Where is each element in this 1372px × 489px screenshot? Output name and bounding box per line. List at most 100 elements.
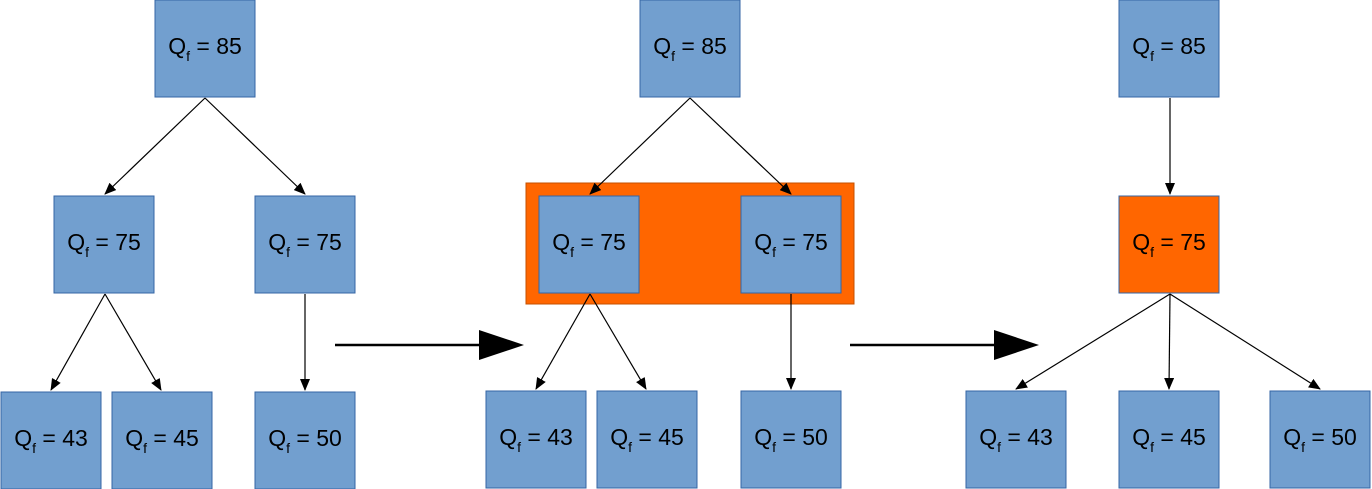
node-label: Qf = 45 xyxy=(1132,424,1206,455)
tree-node: Qf = 43 xyxy=(965,390,1067,489)
label-symbol: Q xyxy=(14,425,32,451)
label-subscript: f xyxy=(143,440,147,456)
node-label: Qf = 75 xyxy=(67,229,141,260)
label-value: = 75 xyxy=(776,229,828,255)
label-subscript: f xyxy=(671,48,675,64)
label-value: = 50 xyxy=(290,425,342,451)
label-symbol: Q xyxy=(125,425,143,451)
tree-node: Qf = 85 xyxy=(1118,0,1220,98)
label-subscript: f xyxy=(1150,244,1154,260)
node-label: Qf = 43 xyxy=(979,424,1053,455)
label-value: = 45 xyxy=(632,424,684,450)
label-symbol: Q xyxy=(610,424,628,450)
stage-1-edges xyxy=(50,97,310,391)
label-value: = 75 xyxy=(290,229,342,255)
node-box xyxy=(1118,195,1220,294)
node-box xyxy=(1269,390,1371,489)
label-symbol: Q xyxy=(754,229,772,255)
label-value: = 75 xyxy=(1154,229,1206,255)
label-symbol: Q xyxy=(1132,229,1150,255)
node-box xyxy=(1118,390,1220,489)
transition-arrow-2 xyxy=(850,330,1039,360)
tree-node: Qf = 75 xyxy=(1118,195,1220,294)
node-label: Qf = 50 xyxy=(268,425,342,456)
label-symbol: Q xyxy=(979,424,997,450)
tree-node: Qf = 50 xyxy=(740,390,842,489)
tree-node: Qf = 75 xyxy=(254,195,356,294)
node-box xyxy=(965,390,1067,489)
label-symbol: Q xyxy=(1132,424,1150,450)
tree-node: Qf = 75 xyxy=(538,195,640,294)
stage-3-edges xyxy=(1015,98,1321,390)
label-subscript: f xyxy=(517,439,521,455)
edge xyxy=(204,97,306,195)
node-label: Qf = 85 xyxy=(653,33,727,64)
tree-node: Qf = 50 xyxy=(1269,390,1371,489)
label-value: = 85 xyxy=(675,33,727,59)
tree-node: Qf = 45 xyxy=(111,391,213,489)
node-label: Qf = 45 xyxy=(610,424,684,455)
edge xyxy=(104,293,162,391)
label-subscript: f xyxy=(570,244,574,260)
label-subscript: f xyxy=(32,440,36,456)
label-value: = 43 xyxy=(1001,424,1053,450)
label-symbol: Q xyxy=(499,424,517,450)
label-value: = 75 xyxy=(89,229,141,255)
label-value: = 50 xyxy=(1305,424,1357,450)
edge xyxy=(1164,293,1175,390)
node-label: Qf = 45 xyxy=(125,425,199,456)
node-box xyxy=(154,0,256,98)
node-box xyxy=(254,195,356,294)
edge xyxy=(689,97,792,195)
node-box xyxy=(639,0,741,98)
label-subscript: f xyxy=(1150,48,1154,64)
label-symbol: Q xyxy=(1283,424,1301,450)
label-subscript: f xyxy=(85,244,89,260)
edge xyxy=(50,293,106,391)
tree-node: Qf = 75 xyxy=(740,195,842,294)
edge xyxy=(589,97,691,195)
node-box xyxy=(538,195,640,294)
label-symbol: Q xyxy=(67,229,85,255)
tree-node: Qf = 43 xyxy=(0,391,102,489)
tree-node: Qf = 75 xyxy=(53,195,155,294)
label-symbol: Q xyxy=(268,229,286,255)
label-symbol: Q xyxy=(168,33,186,59)
node-box xyxy=(485,390,587,489)
label-value: = 50 xyxy=(776,424,828,450)
node-box xyxy=(596,390,698,489)
label-subscript: f xyxy=(772,439,776,455)
label-value: = 45 xyxy=(1154,424,1206,450)
label-symbol: Q xyxy=(1132,33,1150,59)
label-symbol: Q xyxy=(653,33,671,59)
tree-node: Qf = 45 xyxy=(596,390,698,489)
tree-node: Qf = 45 xyxy=(1118,390,1220,489)
node-box xyxy=(111,391,213,489)
label-subscript: f xyxy=(1150,439,1154,455)
tree-node: Qf = 85 xyxy=(154,0,256,98)
node-label: Qf = 85 xyxy=(168,33,242,64)
node-box xyxy=(0,391,102,489)
label-value: = 45 xyxy=(147,425,199,451)
label-value: = 85 xyxy=(1154,33,1206,59)
node-box xyxy=(740,195,842,294)
node-box xyxy=(254,391,356,489)
node-label: Qf = 75 xyxy=(1132,229,1206,260)
tree-node: Qf = 50 xyxy=(254,391,356,489)
node-label: Qf = 75 xyxy=(754,229,828,260)
label-subscript: f xyxy=(628,439,632,455)
label-subscript: f xyxy=(997,439,1001,455)
label-symbol: Q xyxy=(754,424,772,450)
node-label: Qf = 43 xyxy=(14,425,88,456)
label-symbol: Q xyxy=(552,229,570,255)
label-subscript: f xyxy=(286,244,290,260)
label-value: = 85 xyxy=(190,33,242,59)
node-box xyxy=(740,390,842,489)
edge xyxy=(535,293,591,390)
label-subscript: f xyxy=(1301,439,1305,455)
edge xyxy=(589,293,647,390)
tree-node: Qf = 43 xyxy=(485,390,587,489)
edge xyxy=(1015,293,1171,390)
node-label: Qf = 75 xyxy=(268,229,342,260)
